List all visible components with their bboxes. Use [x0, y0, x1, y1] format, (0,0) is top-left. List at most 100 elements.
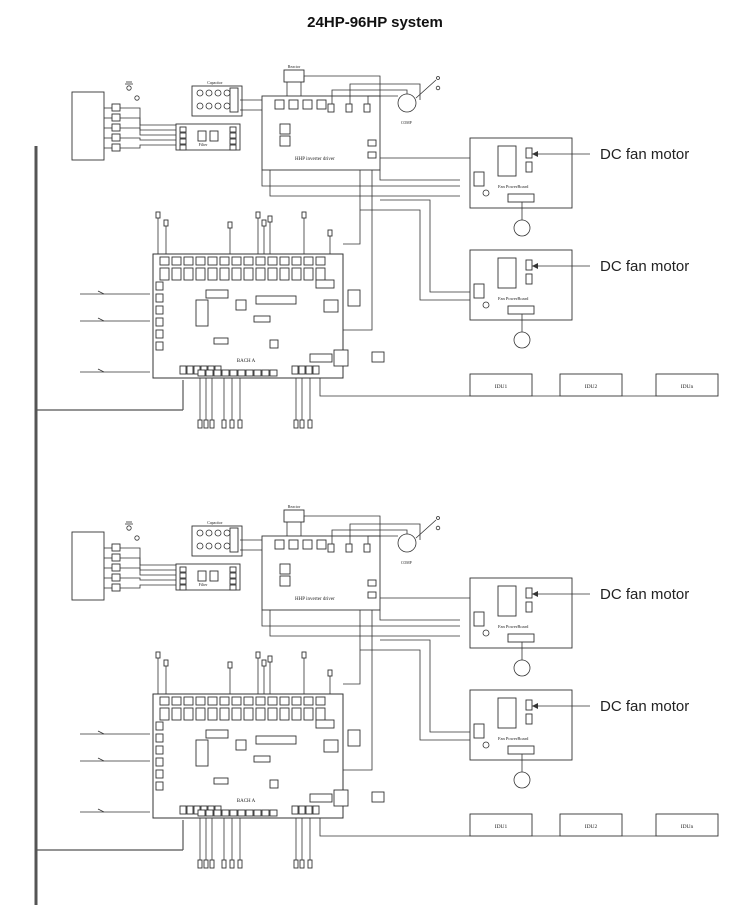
- fan-board-terminal: [525, 161, 533, 173]
- main-board-connector: [155, 769, 164, 779]
- sensor-probe: [267, 655, 273, 663]
- main-board-label: BACH A: [237, 799, 256, 804]
- relay: [231, 707, 242, 721]
- power-terminal: [111, 573, 121, 582]
- sensor-probe: [255, 211, 261, 219]
- sensor-probe: [237, 859, 243, 869]
- relay: [267, 267, 278, 281]
- relay-terminal: [291, 696, 302, 706]
- sensor-probe: [221, 419, 227, 429]
- fan-board-terminal: [525, 699, 533, 711]
- main-board-connector: [186, 805, 194, 815]
- relay: [207, 707, 218, 721]
- ic-chip: [235, 739, 247, 751]
- main-board-connector: [309, 793, 333, 803]
- main-board-connector: [213, 337, 229, 345]
- reactor: [283, 69, 305, 83]
- main-board-connector: [333, 349, 349, 367]
- relay: [159, 267, 170, 281]
- filter-relay: [209, 570, 219, 582]
- driver-terminal: [288, 99, 299, 110]
- sensor-probe: [327, 229, 333, 237]
- idu-box-n: [655, 373, 719, 397]
- capacitor: [223, 542, 231, 550]
- relay-terminal: [159, 696, 170, 706]
- main-board-connector: [315, 279, 335, 289]
- fan-motor: [513, 219, 531, 237]
- main-board-connector: [253, 809, 262, 817]
- fan-board-inductor: [497, 585, 517, 617]
- relay-terminal: [171, 256, 182, 266]
- fan-board-inductor: [497, 257, 517, 289]
- arrow-head: [532, 151, 538, 157]
- relay-terminal: [315, 696, 326, 706]
- main-board-connector: [155, 341, 164, 351]
- filter-pin: [229, 572, 237, 579]
- capacitor-terminal: [229, 87, 239, 113]
- fan-board-connector: [507, 305, 535, 315]
- driver-terminal: [327, 543, 335, 553]
- main-board-connector: [255, 295, 297, 305]
- dc-fan-motor-label-1: DC fan motor: [600, 586, 689, 603]
- relay: [183, 267, 194, 281]
- filter-relay: [197, 130, 207, 142]
- idu-box-n: [655, 813, 719, 837]
- fan-board-connector: [507, 745, 535, 755]
- relay: [243, 707, 254, 721]
- relay: [255, 707, 266, 721]
- filter-board: [175, 123, 241, 151]
- idu2-label: IDU2: [585, 384, 598, 390]
- main-board-connector: [291, 365, 299, 375]
- main-board-connector: [291, 805, 299, 815]
- relay-terminal: [219, 696, 230, 706]
- power-terminal-block: [71, 91, 105, 161]
- relay: [315, 267, 326, 281]
- relay: [303, 267, 314, 281]
- relay-terminal: [195, 256, 206, 266]
- capacitor-label: Capacitor: [207, 520, 223, 525]
- power-terminal: [111, 103, 121, 112]
- main-board-connector: [347, 289, 361, 307]
- ic-chip: [235, 299, 247, 311]
- relay: [171, 707, 182, 721]
- main-board-connector: [333, 789, 349, 807]
- main-board-connector: [155, 329, 164, 339]
- compressor: [397, 533, 417, 553]
- filter-pin: [179, 132, 187, 139]
- driver-connector: [279, 563, 291, 575]
- fan-board-ground: [482, 741, 490, 749]
- main-board-connector: [298, 805, 306, 815]
- relay-terminal: [231, 696, 242, 706]
- relay: [291, 267, 302, 281]
- filter-pin: [229, 566, 237, 573]
- relay: [291, 707, 302, 721]
- main-board-connector: [253, 369, 262, 377]
- fan-board-terminal: [525, 713, 533, 725]
- main-board-connector: [221, 369, 230, 377]
- ground-terminal: [435, 85, 441, 91]
- ground-terminal: [134, 95, 140, 101]
- sensor-probe: [299, 859, 305, 869]
- capacitor: [214, 529, 222, 537]
- main-board-connector: [229, 369, 238, 377]
- relay: [267, 707, 278, 721]
- fan-board-connector: [473, 611, 485, 627]
- driver-connector: [367, 139, 377, 147]
- sensor-probe: [299, 419, 305, 429]
- filter-pin: [229, 126, 237, 133]
- fan-board-ground: [482, 189, 490, 197]
- relay-terminal: [195, 696, 206, 706]
- capacitor-label: Capacitor: [207, 80, 223, 85]
- fan-board-connector: [473, 283, 485, 299]
- driver-connector: [279, 575, 291, 587]
- capacitor: [214, 102, 222, 110]
- relay-terminal: [267, 696, 278, 706]
- power-terminal: [111, 133, 121, 142]
- sensor-probe: [307, 419, 313, 429]
- main-board-connector: [229, 809, 238, 817]
- power-terminal: [111, 543, 121, 552]
- sensor-probe: [327, 669, 333, 677]
- sensor-probe: [203, 419, 209, 429]
- main-board-connector: [261, 809, 270, 817]
- capacitor: [214, 89, 222, 97]
